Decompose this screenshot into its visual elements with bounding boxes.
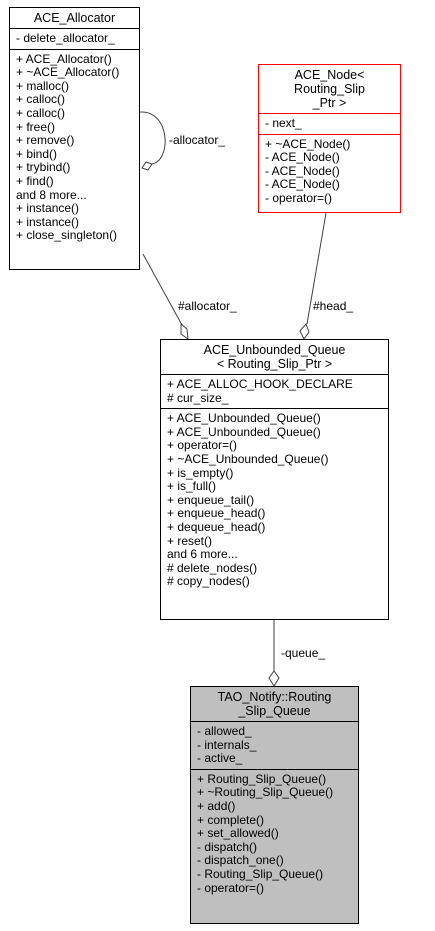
attribute: - allowed_ — [197, 724, 252, 738]
methods-section: + Routing_Slip_Queue() + ~Routing_Slip_Q… — [191, 768, 358, 898]
method: + instance() — [16, 201, 80, 216]
attribute: - delete_allocator_ — [16, 31, 115, 45]
method: + free() — [16, 119, 56, 134]
attribute: - active_ — [197, 751, 243, 766]
method: + ~Routing_Slip_Queue() — [197, 785, 334, 800]
method: + reset() — [167, 533, 213, 548]
method: + set_allowed() — [197, 826, 279, 841]
class-title-line: ACE_Unbounded_Queue — [203, 343, 346, 357]
method: - ACE_Node() — [265, 150, 340, 165]
self-allocator-label: -allocator_ — [169, 133, 226, 147]
class-title: ACE_Allocator — [10, 8, 139, 28]
class-title: ACE_Unbounded_Queue < Routing_Slip_Ptr > — [161, 340, 388, 374]
method: + add() — [197, 798, 236, 813]
method: + complete() — [197, 812, 265, 827]
head-diamond — [299, 323, 310, 340]
head-edge — [306, 212, 327, 325]
attribute: + ACE_ALLOC_HOOK_DECLARE — [167, 377, 353, 391]
attributes-section: + ACE_ALLOC_HOOK_DECLARE # cur_size_ — [161, 374, 388, 408]
method: + enqueue_tail() — [167, 492, 255, 507]
method: # copy_nodes() — [167, 574, 250, 589]
allocator-diamond — [180, 322, 189, 341]
method: + ~ACE_Unbounded_Queue() — [167, 451, 329, 466]
method: + Routing_Slip_Queue() — [197, 771, 327, 786]
method: - ACE_Node() — [265, 163, 340, 178]
class-title-line: TAO_Notify::Routing — [217, 690, 332, 704]
methods-section: + ACE_Allocator() + ~ACE_Allocator() + m… — [10, 48, 139, 246]
method: + ACE_Unbounded_Queue() — [167, 411, 321, 426]
attribute: - next_ — [265, 116, 302, 130]
methods-section: + ~ACE_Node() - ACE_Node() - ACE_Node() … — [259, 133, 400, 209]
class-ace-node[interactable]: ACE_Node< Routing_Slip _Ptr > - next_ + … — [258, 64, 401, 213]
queue-label: -queue_ — [281, 646, 326, 660]
class-title: TAO_Notify::Routing _Slip_Queue — [191, 687, 358, 721]
method: + ACE_Allocator() — [16, 51, 112, 66]
class-title: ACE_Node< Routing_Slip _Ptr > — [259, 65, 400, 113]
method: + trybind() — [16, 160, 71, 175]
method: + ~ACE_Allocator() — [16, 65, 120, 80]
method: + bind() — [16, 146, 58, 161]
method: + calloc() — [16, 92, 66, 107]
class-ace-allocator[interactable]: ACE_Allocator - delete_allocator_ + ACE_… — [9, 7, 140, 270]
class-title-line: _Ptr > — [312, 96, 347, 110]
class-title-line: ACE_Node< Routing_Slip — [294, 68, 365, 96]
attributes-section: - next_ — [259, 113, 400, 134]
method: # delete_nodes() — [167, 560, 258, 575]
method: + calloc() — [16, 105, 66, 120]
allocator-edge — [142, 253, 183, 326]
head-label: #head_ — [313, 299, 354, 313]
method: + is_empty() — [167, 465, 234, 480]
allocator-label: #allocator_ — [178, 299, 237, 313]
queue-diamond — [268, 670, 280, 687]
method: + ACE_Unbounded_Queue() — [167, 424, 321, 439]
class-title-line: _Slip_Queue — [238, 704, 311, 718]
method: - ACE_Node() — [265, 177, 340, 192]
more-members: and 8 more... — [16, 187, 87, 202]
method: + remove() — [16, 133, 75, 148]
method: + operator=() — [167, 438, 238, 453]
method: + find() — [16, 173, 54, 188]
method: + malloc() — [16, 78, 70, 93]
method: + is_full() — [167, 479, 217, 494]
method: - Routing_Slip_Queue() — [197, 866, 324, 881]
class-ace-unbounded-queue[interactable]: ACE_Unbounded_Queue < Routing_Slip_Ptr >… — [160, 339, 389, 620]
attribute: # cur_size_ — [167, 390, 229, 405]
method: - operator=() — [265, 190, 333, 205]
method: + ~ACE_Node() — [265, 136, 351, 151]
method: + dequeue_head() — [167, 519, 266, 534]
class-title-line: ACE_Allocator — [33, 11, 116, 25]
more-members: and 6 more... — [167, 547, 238, 562]
method: - dispatch_one() — [197, 853, 284, 868]
self-allocator-diamond — [141, 161, 153, 171]
method: + close_singleton() — [16, 228, 118, 243]
class-routing-slip-queue[interactable]: TAO_Notify::Routing _Slip_Queue - allowe… — [190, 686, 359, 924]
method: + instance() — [16, 214, 80, 229]
self-allocator-edge — [139, 111, 166, 165]
attribute: - internals_ — [197, 737, 257, 752]
method: + enqueue_head() — [167, 506, 266, 521]
attributes-section: - allowed_ - internals_ - active_ — [191, 721, 358, 769]
methods-section: + ACE_Unbounded_Queue() + ACE_Unbounded_… — [161, 408, 388, 592]
class-title-line: < Routing_Slip_Ptr > — [216, 357, 333, 371]
method: - operator=() — [197, 880, 265, 895]
attributes-section: - delete_allocator_ — [10, 28, 139, 49]
method: - dispatch() — [197, 839, 258, 854]
